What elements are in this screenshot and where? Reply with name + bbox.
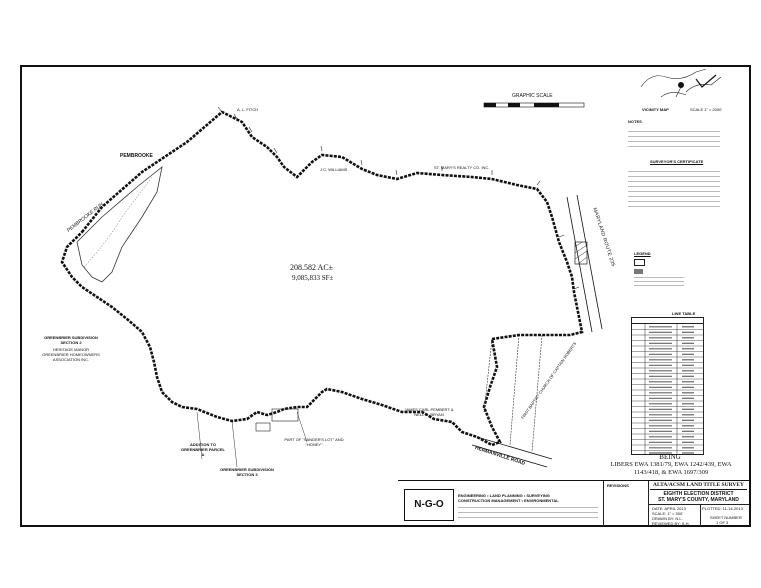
surveyor-certificate-title: SURVEYOR'S CERTIFICATE — [650, 159, 704, 164]
plotted-label: PLOTTED: 11-14-2013 — [702, 506, 743, 511]
vicinity-map-title: VICINITY MAP — [642, 107, 669, 112]
james-carl-label: JAMES CARL PEMBERT & NELL R. BRYAN — [404, 407, 454, 417]
legend-title: LEGEND — [634, 251, 651, 256]
surveyor-certificate-text — [628, 167, 720, 229]
vicinity-map — [636, 67, 724, 102]
greenbrier-section-2-label: GREENBRIER SUBDIVISION SECTION 2 — [44, 335, 98, 345]
addition-greenbrier-label: ADDITION TO GREENBRIER PARCEL A — [181, 442, 225, 457]
drawn-by-label: DRAWN BY: N.L. — [652, 516, 683, 521]
line-table — [631, 317, 704, 455]
revisions-label: REVISIONS — [607, 483, 629, 488]
plat-drawing — [60, 106, 603, 468]
services-line-2: CONSTRUCTION MANAGEMENT • ENVIRONMENTAL — [458, 498, 559, 503]
company-logo: N-G-O — [404, 489, 454, 521]
vicinity-map-scale: SCALE 1" = 2000' — [690, 107, 723, 112]
notes-title: NOTES — [628, 119, 642, 124]
hermanville-road-line — [471, 436, 553, 468]
property-boundary — [60, 110, 584, 447]
sheet-number-label: SHEET NUMBER — [710, 515, 742, 520]
sheet-number-value: 1 OF 3 — [716, 520, 729, 525]
date-label: DATE: APRIL 2013 — [652, 506, 686, 511]
legend-block — [634, 259, 694, 289]
reviewed-by-label: REVIEWED BY: S.H. — [652, 521, 690, 526]
county-label: ST. MARY'S COUNTY, MARYLAND — [658, 497, 739, 503]
being-heading: BEING — [659, 453, 681, 461]
services-line-1: ENGINEERING • LAND PLANNING • SURVEYING — [458, 493, 550, 498]
st-marys-realty-label: ST. MARY'S REALTY CO. INC. — [434, 165, 490, 170]
being-text: LIBERS EWA 1381/79, EWA 1242/439, EWA 11… — [610, 461, 732, 476]
pembrooke-label: PEMBROOKE — [120, 153, 153, 159]
heritage-manor-label: HERITAGE MANOR GREENBRIER HOMEOWNERS ASS… — [42, 347, 100, 362]
pembrooke-run — [76, 166, 163, 283]
fitch-parcel-label: A. L. FITCH — [237, 107, 259, 112]
line-table-title: LINE TABLE — [672, 311, 696, 316]
greenbrier-section-3-label: GREENBRIER SUBDIVISION SECTION 3 — [220, 467, 274, 477]
williams-parcel-label: J.C. WILLIAMS — [320, 167, 348, 172]
survey-sheet: 208.582 AC± 9,085,833 SF± A. L. FITCH PE… — [20, 65, 751, 527]
election-district: EIGHTH ELECTION DISTRICT — [663, 491, 734, 497]
title-block: N-G-O ENGINEERING • LAND PLANNING • SURV… — [398, 480, 749, 526]
square-feet-label: 9,085,833 SF± — [292, 274, 334, 282]
route-235-line — [566, 194, 603, 333]
scale-label: SCALE: 1" = 300' — [652, 511, 683, 516]
graphic-scale-bar — [483, 102, 585, 108]
part-of-lot-label: PART OF "SANDER'S LOT" AND "HONEY" — [284, 437, 344, 447]
graphic-scale-title: GRAPHIC SCALE — [512, 93, 553, 99]
survey-title: ALTA/ACSM LAND TITLE SURVEY — [650, 481, 747, 490]
notes-text-block — [628, 127, 720, 161]
acreage-label: 208.582 AC± — [290, 263, 334, 272]
